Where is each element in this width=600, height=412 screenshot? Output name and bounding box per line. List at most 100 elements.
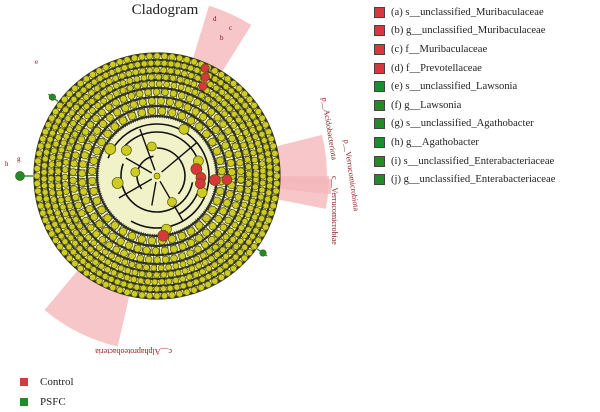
node xyxy=(111,270,117,276)
node xyxy=(74,114,80,120)
node xyxy=(51,196,57,202)
node xyxy=(124,57,130,63)
node xyxy=(228,259,234,265)
node xyxy=(117,272,123,278)
node xyxy=(129,253,136,260)
node xyxy=(223,234,229,240)
node xyxy=(60,223,66,229)
node xyxy=(184,57,190,63)
node xyxy=(249,220,255,226)
node xyxy=(214,252,220,258)
node xyxy=(105,259,111,265)
legend-label: (i) s__unclassified_Enterabacteriaceae xyxy=(391,156,554,167)
node xyxy=(72,85,78,91)
node xyxy=(166,264,172,270)
node xyxy=(250,150,256,156)
node xyxy=(49,190,55,196)
node xyxy=(245,188,251,194)
node xyxy=(178,92,185,99)
node xyxy=(113,83,119,89)
node xyxy=(47,209,53,215)
node xyxy=(109,233,116,240)
node-inner-7 xyxy=(147,142,156,151)
node xyxy=(222,263,228,269)
legend-item: (f) g__Lawsonia xyxy=(374,96,555,115)
node xyxy=(233,92,239,98)
node xyxy=(36,150,42,156)
node xyxy=(57,216,63,222)
node xyxy=(213,197,221,205)
node xyxy=(71,160,78,167)
node xyxy=(200,253,206,259)
legend-item: (g) s__unclassified_Agathobacter xyxy=(374,115,555,134)
node xyxy=(48,169,54,175)
node xyxy=(63,211,69,217)
node xyxy=(159,279,165,285)
node xyxy=(225,128,232,135)
legend-swatch xyxy=(374,156,385,167)
node xyxy=(124,289,130,295)
node xyxy=(223,199,230,206)
node xyxy=(134,83,140,89)
node xyxy=(98,263,104,269)
node xyxy=(266,190,272,196)
node xyxy=(232,202,239,209)
node xyxy=(55,134,61,140)
node xyxy=(80,119,86,125)
group-label: PSFC xyxy=(40,396,66,408)
node xyxy=(101,90,107,96)
node xyxy=(50,155,56,161)
node xyxy=(245,212,251,218)
node xyxy=(42,217,48,223)
node xyxy=(71,96,77,102)
node xyxy=(163,74,169,80)
node xyxy=(236,85,242,91)
node xyxy=(175,101,182,108)
node xyxy=(196,263,202,269)
marker-letter-c: c xyxy=(229,24,232,32)
node xyxy=(241,202,247,208)
node xyxy=(103,72,109,78)
node-control-6 xyxy=(209,175,220,186)
node xyxy=(242,233,248,239)
node xyxy=(94,127,101,134)
node xyxy=(119,73,125,79)
node xyxy=(95,103,101,109)
node xyxy=(246,239,252,245)
node xyxy=(58,128,64,134)
node xyxy=(120,96,127,103)
node xyxy=(78,170,85,177)
node xyxy=(83,94,89,100)
node xyxy=(111,123,119,131)
node xyxy=(42,129,48,135)
node xyxy=(115,256,121,262)
legend-swatch xyxy=(374,118,385,129)
node xyxy=(87,224,94,231)
node xyxy=(257,147,263,153)
node xyxy=(61,249,67,255)
node xyxy=(273,188,279,194)
node xyxy=(117,59,123,65)
node xyxy=(177,77,183,83)
node xyxy=(166,278,172,284)
node xyxy=(227,159,234,166)
node xyxy=(82,251,88,257)
node xyxy=(99,120,106,127)
node xyxy=(38,203,44,209)
group-legend-item-control: Control xyxy=(20,372,74,392)
node xyxy=(90,187,98,195)
node xyxy=(128,93,135,100)
node xyxy=(246,180,252,186)
node xyxy=(153,272,159,278)
node xyxy=(113,75,119,81)
node xyxy=(81,87,87,93)
node xyxy=(274,173,280,179)
node xyxy=(218,134,225,141)
node xyxy=(185,86,191,92)
node xyxy=(175,270,181,276)
node xyxy=(237,185,244,192)
legend-item: (i) s__unclassified_Enterabacteriaceae xyxy=(374,152,555,171)
node xyxy=(83,76,89,82)
node xyxy=(237,249,243,255)
chart-title: Cladogram xyxy=(110,2,220,19)
